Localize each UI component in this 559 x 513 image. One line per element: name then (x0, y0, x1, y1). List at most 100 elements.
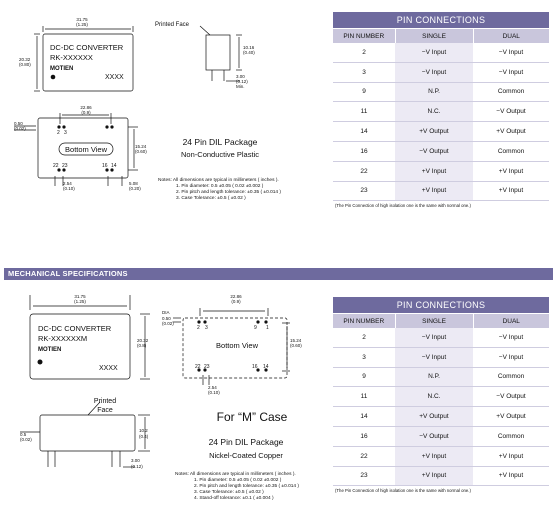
top-bottom-view-outline (37, 117, 129, 179)
pin-connections-table-bottom: PIN CONNECTIONS PIN NUMBER SINGLE DUAL 2… (333, 297, 550, 487)
svg-text:22: 22 (195, 364, 201, 370)
svg-text:9: 9 (254, 325, 257, 331)
bottom-date-code: XXXX (99, 365, 118, 372)
svg-text:16: 16 (102, 163, 108, 169)
svg-text:(0.02): (0.02) (14, 126, 26, 131)
col-dual: DUAL (472, 28, 550, 43)
top-module-outline (42, 33, 134, 92)
svg-text:14: 14 (263, 364, 269, 370)
col-pin-number: PIN NUMBER (333, 313, 395, 328)
svg-text:(0.9): (0.9) (81, 110, 91, 115)
bottom-side-view (39, 414, 136, 452)
top-pin1-dot (50, 74, 56, 80)
table-row: 22+V Input+V Input (333, 161, 550, 182)
table-row: 22+V Input+V Input (333, 446, 550, 467)
svg-text:31.75: 31.75 (74, 294, 86, 299)
svg-text:(0.80): (0.80) (19, 62, 31, 67)
bottom-printed-face: Printed (94, 398, 116, 405)
svg-text:22.86: 22.86 (230, 294, 242, 299)
svg-text:(0.02): (0.02) (20, 437, 32, 442)
svg-text:Face: Face (97, 407, 113, 414)
svg-text:(0.40): (0.40) (243, 50, 255, 55)
svg-text:(0.10): (0.10) (63, 186, 75, 191)
pin-connections-table-top: PIN CONNECTIONS PIN NUMBER SINGLE DUAL 2… (333, 12, 550, 202)
svg-text:2.54: 2.54 (63, 181, 72, 186)
svg-text:20.32: 20.32 (137, 338, 149, 343)
svg-text:(0.10): (0.10) (208, 390, 220, 395)
svg-text:3: 3 (64, 130, 67, 136)
pin-table-title: PIN CONNECTIONS (333, 297, 550, 314)
svg-text:2. Pin pitch and length tolera: 2. Pin pitch and length tolerance: ±0.35… (194, 483, 299, 489)
svg-text:23: 23 (62, 163, 68, 169)
dim-width: 31.75 (76, 17, 88, 22)
svg-text:(0.60): (0.60) (290, 343, 302, 348)
svg-text:15.24: 15.24 (135, 144, 147, 149)
bottom-package-title: 24 Pin DIL Package (209, 437, 284, 447)
svg-text:DIA: DIA (162, 310, 170, 315)
m-case-title: For “M” Case (217, 410, 288, 424)
banner-underline (4, 279, 553, 280)
svg-text:2. Pin pitch and length tolera: 2. Pin pitch and length tolerance: ±0.35… (176, 189, 281, 195)
top-bottom-view: Bottom View (65, 145, 108, 154)
top-date-code: XXXX (105, 74, 124, 81)
table-row: 14+V Output+V Output (333, 121, 550, 142)
svg-text:(0.20): (0.20) (129, 186, 141, 191)
svg-text:22: 22 (53, 163, 59, 169)
mechanical-specifications-banner: MECHANICAL SPECIFICATIONS (4, 268, 553, 279)
svg-text:22.86: 22.86 (80, 105, 92, 110)
table-row: 14+V Output+V Output (333, 406, 550, 427)
svg-text:3. Case Tolerance: ±0.5 ( ±0.0: 3. Case Tolerance: ±0.5 ( ±0.02 ) (194, 489, 264, 495)
top-label-line1: DC-DC CONVERTER (50, 43, 124, 52)
svg-text:0.50: 0.50 (14, 121, 23, 126)
svg-text:10.16: 10.16 (243, 45, 255, 50)
svg-text:3.00: 3.00 (236, 74, 245, 79)
svg-text:(0.8): (0.8) (137, 343, 147, 348)
svg-text:10.2: 10.2 (139, 428, 148, 433)
bottom-label-line2: RK-XXXXXXM (38, 334, 87, 343)
svg-text:1. Pin diameter: 0.5 ±0.05 ( 0: 1. Pin diameter: 0.5 ±0.05 ( 0.02 ±0.002… (176, 183, 264, 189)
table-row: 23+V Input+V Input (333, 181, 550, 202)
table-row: 2−V Input−V Input (333, 328, 550, 348)
table-row: 3−V Input−V Input (333, 62, 550, 83)
col-single: SINGLE (394, 28, 473, 43)
top-printed-face: Printed Face (155, 22, 190, 28)
top-brand: MOTIEN (50, 66, 73, 72)
svg-text:20.32: 20.32 (19, 57, 31, 62)
pin-table-title: PIN CONNECTIONS (333, 12, 550, 29)
svg-text:1. Pin diameter: 0.5 ±0.05 ( 0: 1. Pin diameter: 0.5 ±0.05 ( 0.02 ±0.002… (194, 477, 282, 483)
svg-text:3. Case Tolerance: ±0.5 ( ±0.0: 3. Case Tolerance: ±0.5 ( ±0.02 ) (176, 195, 246, 201)
svg-text:Notes: All dimensions are typi: Notes: All dimensions are typical in mil… (158, 177, 279, 183)
svg-text:Min.: Min. (236, 84, 245, 89)
col-single: SINGLE (394, 313, 473, 328)
table-row: 2−V Input−V Input (333, 43, 550, 63)
svg-text:2: 2 (57, 130, 60, 136)
svg-text:(0.9): (0.9) (231, 299, 241, 304)
svg-text:16: 16 (252, 364, 258, 370)
col-dual: DUAL (472, 313, 550, 328)
svg-text:3.00: 3.00 (131, 458, 140, 463)
table-row: 23+V Input+V Input (333, 466, 550, 487)
bottom-bottom-view: Bottom View (216, 341, 259, 350)
svg-text:3: 3 (205, 325, 208, 331)
table-row: 3−V Input−V Input (333, 347, 550, 368)
svg-text:Notes: All dimensions are typi: Notes: All dimensions are typical in mil… (175, 471, 296, 477)
top-side-view (205, 34, 231, 71)
svg-text:(0.12): (0.12) (236, 79, 248, 84)
bottom-label-line1: DC-DC CONVERTER (38, 324, 112, 333)
bottom-pin1-dot (37, 359, 43, 365)
svg-text:0.5: 0.5 (20, 432, 27, 437)
svg-text:2: 2 (197, 325, 200, 331)
bottom-module-outline (29, 313, 131, 380)
svg-text:(1.25): (1.25) (76, 22, 88, 27)
svg-text:5.08: 5.08 (129, 181, 138, 186)
top-package-title: 24 Pin DIL Package (183, 137, 258, 147)
svg-text:0.50: 0.50 (162, 316, 171, 321)
top-label-line2: RK-XXXXXX (50, 53, 93, 62)
